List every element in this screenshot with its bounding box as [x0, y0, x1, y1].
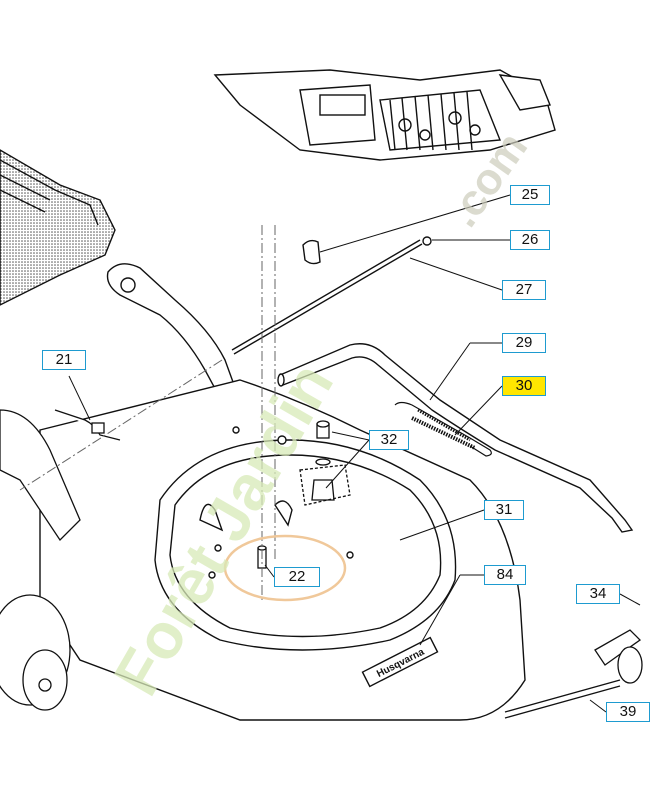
- bolt-32: [299, 420, 351, 506]
- grass-catcher: [0, 149, 116, 306]
- wheel-left: [0, 409, 121, 711]
- spring-30: [394, 401, 492, 457]
- callout-32[interactable]: 32: [369, 430, 409, 450]
- callout-26[interactable]: 26: [510, 230, 550, 250]
- callout-39[interactable]: 39: [606, 702, 650, 722]
- callout-21[interactable]: 21: [42, 350, 86, 370]
- deck: [39, 379, 526, 721]
- callout-27[interactable]: 27: [502, 280, 546, 300]
- axle-right: [504, 629, 643, 719]
- handle-rod-29: [277, 343, 634, 533]
- engine: [213, 69, 556, 161]
- callout-84[interactable]: 84: [484, 565, 526, 585]
- callout-25[interactable]: 25: [510, 185, 550, 205]
- callout-30[interactable]: 30: [502, 376, 546, 396]
- callout-29[interactable]: 29: [502, 333, 546, 353]
- leader-lines: [68, 194, 641, 713]
- callout-34[interactable]: 34: [576, 584, 620, 604]
- rod-27: [231, 236, 432, 355]
- callout-31[interactable]: 31: [484, 500, 524, 520]
- callout-22[interactable]: 22: [274, 567, 320, 587]
- highlight-ring: [223, 534, 347, 602]
